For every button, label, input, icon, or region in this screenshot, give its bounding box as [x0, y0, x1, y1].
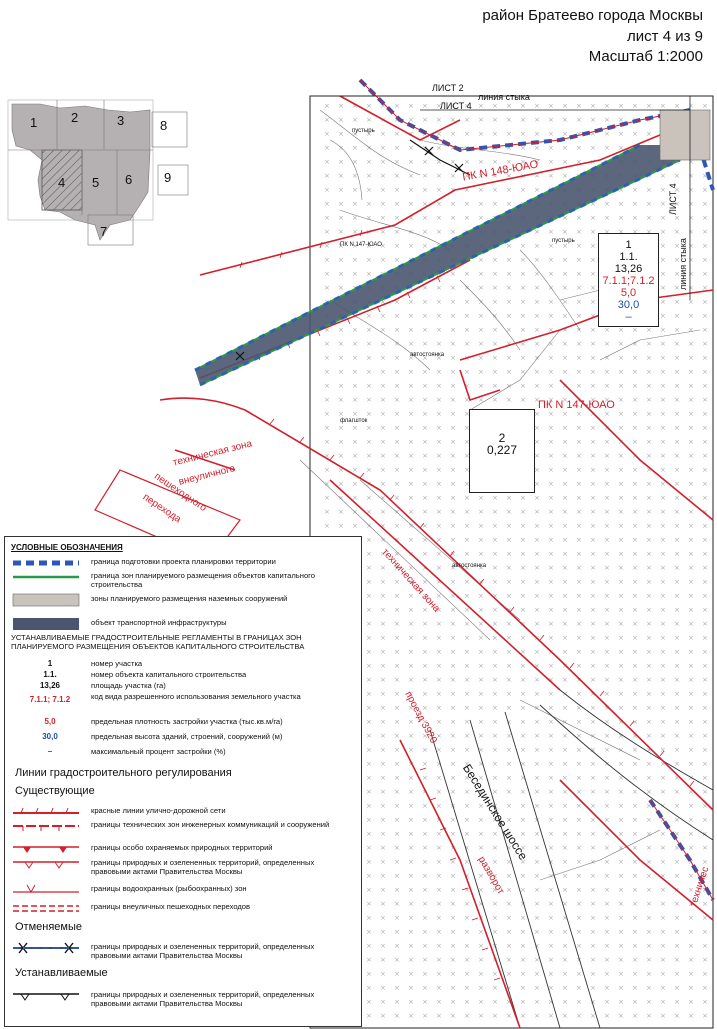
index-cell-9: 9 — [164, 170, 172, 185]
index-cell-3: 3 — [117, 113, 125, 128]
reg-code-7: – — [47, 747, 53, 756]
legend-existing-crossings: границы внеуличных пешеходных переходов — [13, 902, 251, 912]
header-district: район Братеево города Москвы — [482, 7, 703, 24]
label-junction-top: линия стыка — [478, 92, 530, 102]
legend-established-title: Устанавливаемые — [15, 967, 108, 979]
index-map — [7, 99, 189, 246]
index-cell-1: 1 — [30, 115, 38, 130]
cancelled-boundary — [235, 139, 471, 361]
reg-text-6: предельная высота зданий, строений, соор… — [91, 732, 283, 741]
legend-established-item: границы природных и озелененных территор… — [5, 989, 359, 1013]
planned-structure-zone — [659, 109, 711, 161]
reg-text-2: номер объекта капитального строительства — [91, 670, 247, 679]
reg-text-5: предельная плотность застройки участка (… — [91, 717, 283, 726]
legend-existing-red-lines: красные линии улично-дорожной сети — [5, 805, 359, 821]
legend-item-transport: объект транспортной инфраструктуры — [5, 617, 359, 633]
reg-code-1: 1 — [47, 659, 53, 668]
legend-cancelled-item: границы природных и озелененных территор… — [5, 941, 359, 965]
legend-existing-protected: границы особо охраняемых природных терри… — [5, 842, 359, 858]
legend-item-structures: зоны планируемого размещения наземных со… — [5, 593, 359, 615]
parcel-1-number: 1 — [625, 239, 632, 251]
label-parking-1: автостоянка — [410, 352, 445, 358]
header-sheet: лист 4 из 9 — [627, 28, 703, 45]
reg-code-3: 13,26 — [39, 681, 61, 690]
legend-item-boundary: граница подготовки проекта планировки те… — [13, 557, 276, 566]
parcel-2-box: 2 0,227 — [469, 409, 535, 493]
parcel-1-height: 30,0 — [617, 299, 640, 311]
legend-item-zone-boundary: граница зон планируемого размещения объе… — [13, 571, 316, 589]
label-parking-2: автостоянка — [452, 563, 487, 569]
label-sheet4-right: ЛИСТ 4 — [668, 183, 678, 215]
red-lines — [159, 95, 714, 1029]
index-cell-2: 2 — [71, 110, 79, 125]
index-cell-8: 8 — [160, 118, 168, 133]
label-wasteland-2: пустырь — [352, 128, 375, 134]
parcel-1-object: 1.1. — [619, 251, 638, 263]
reg-text-7: максимальный процент застройки (%) — [91, 747, 226, 756]
parcel-2-number: 2 — [498, 431, 506, 445]
parcel-2-area: 0,227 — [486, 443, 518, 457]
label-sheet2: ЛИСТ 2 — [432, 83, 464, 93]
label-pk-147-small: ПК N 147-ЮАО — [340, 242, 382, 248]
reg-text-1: номер участка — [91, 659, 143, 668]
label-wasteland-1: пустырь — [552, 238, 575, 244]
red-ticks — [239, 229, 695, 981]
index-cell-7: 7 — [100, 224, 108, 239]
parcel-1-percent: – — [625, 311, 632, 323]
legend-lines-title: Линии градостроительного регулирования — [15, 767, 232, 779]
legend-title: УСЛОВНЫЕ ОБОЗНАЧЕНИЯ — [11, 543, 123, 552]
legend-existing-water: границы водоохранных (рыбоохранных) зон — [5, 883, 359, 899]
parcel-1-density: 5,0 — [620, 287, 637, 299]
transport-object-band — [194, 143, 681, 387]
label-sheet4-top: ЛИСТ 4 — [440, 101, 472, 111]
index-cell-5: 5 — [92, 175, 100, 190]
legend-existing-title: Существующие — [15, 785, 95, 797]
label-junction-right: линия стыка — [678, 238, 688, 290]
reg-code-4: 7.1.1; 7.1.2 — [29, 695, 71, 704]
parcel-1-area: 13,26 — [614, 263, 643, 275]
reg-code-6: 30,0 — [42, 732, 58, 741]
label-pk-147-main: ПК N 147-ЮАО — [538, 399, 615, 411]
legend-reg-title: УСТАНАВЛИВАЕМЫЕ ГРАДОСТРОИТЕЛЬНЫЕ РЕГЛАМ… — [11, 633, 305, 651]
road-beseda — [429, 689, 714, 1029]
label-flagpole: флагшток — [340, 418, 368, 424]
legend-existing-green: границы природных и озелененных территор… — [5, 857, 359, 879]
index-cell-6: 6 — [125, 172, 133, 187]
reg-code-2: 1.1. — [43, 670, 57, 679]
parcel-1-box: 1 1.1. 13,26 7.1.1;7.1.2 5,0 30,0 – — [598, 233, 659, 327]
legend-cancelled-title: Отменяемые — [15, 921, 83, 933]
legend-existing-tech-zones: границы технических зон инженерных комму… — [5, 819, 359, 841]
reg-code-5: 5,0 — [44, 717, 56, 726]
parcel-1-use-code: 7.1.1;7.1.2 — [602, 275, 655, 287]
header-scale: Масштаб 1:2000 — [588, 48, 703, 65]
reg-text-3: площадь участка (га) — [91, 681, 166, 690]
legend-panel: УСЛОВНЫЕ ОБОЗНАЧЕНИЯ граница подготовки … — [4, 536, 362, 1027]
reg-text-4: код вида разрешенного использования земе… — [91, 692, 301, 701]
index-cell-4: 4 — [58, 175, 66, 190]
